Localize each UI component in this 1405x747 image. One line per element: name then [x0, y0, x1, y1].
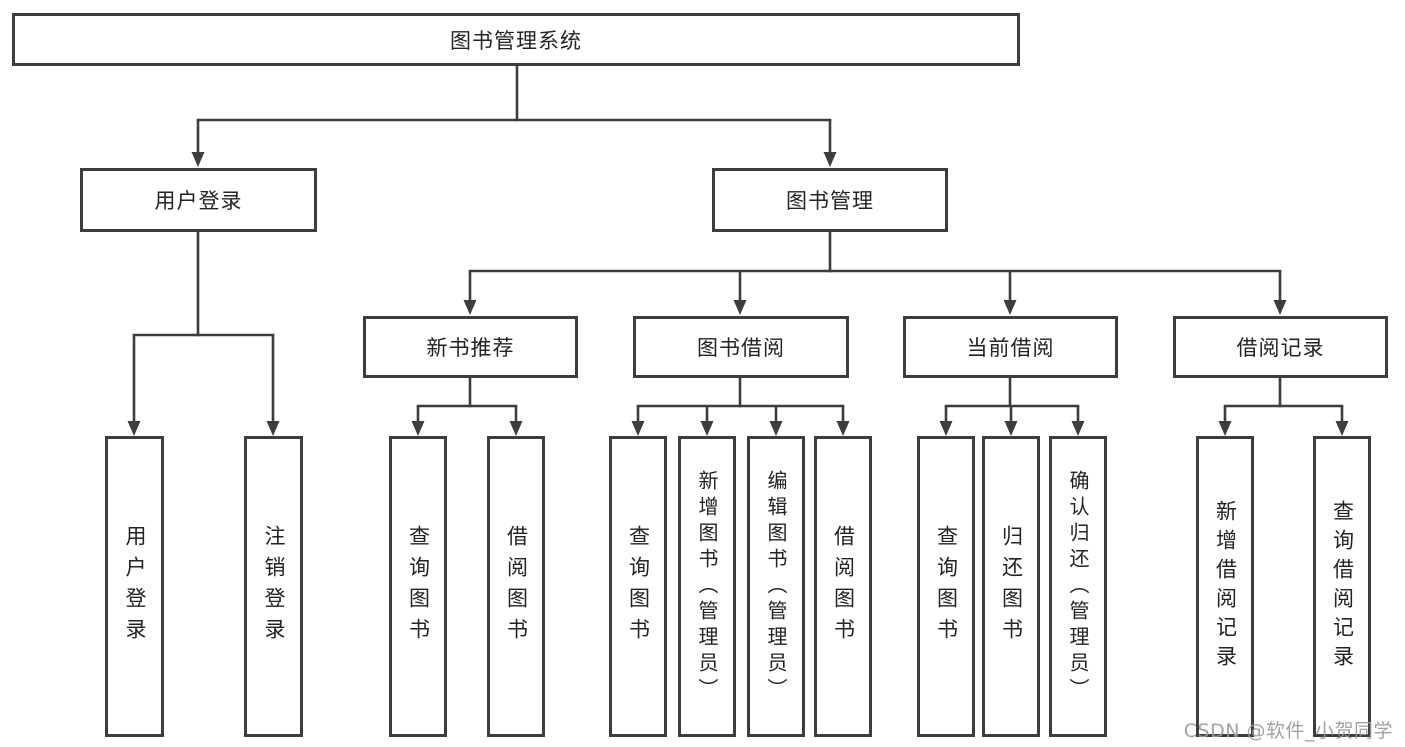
node-book-management-branch: 图书管理: [712, 168, 948, 232]
node-label: 图书借阅: [697, 336, 785, 360]
node-label: 用户登录: [154, 189, 243, 213]
leaf-add-books-admin: 新增图书（管理员）: [678, 436, 736, 737]
node-label: 图书管理: [786, 189, 874, 213]
leaf-logout: 注销登录: [244, 436, 303, 737]
node-label: 当前借阅: [966, 336, 1055, 360]
node-borrowing-records: 借阅记录: [1173, 316, 1388, 378]
node-label: 图书管理系统: [450, 28, 582, 53]
leaf-edit-books-admin: 编辑图书（管理员）: [747, 436, 805, 737]
csdn-watermark: CSDN @软件_小贺同学: [1183, 720, 1393, 742]
leaf-borrowing-query-books: 查询图书: [609, 436, 667, 737]
node-label: 查询图书: [626, 524, 651, 649]
leaf-return-books: 归还图书: [982, 436, 1040, 737]
node-label: 编辑图书（管理员）: [764, 469, 788, 704]
node-label: 注销登录: [262, 524, 286, 649]
leaf-recommend-query-books: 查询图书: [389, 436, 447, 737]
node-label: 确认归还（管理员）: [1066, 469, 1090, 704]
leaf-recommend-borrow-books: 借阅图书: [487, 436, 545, 737]
node-label: 新增借阅记录: [1213, 499, 1238, 674]
node-label: 用户登录: [123, 524, 147, 649]
node-book-borrowing: 图书借阅: [633, 316, 849, 378]
node-user-login-branch: 用户登录: [80, 168, 317, 232]
leaf-borrowing-borrow-books: 借阅图书: [814, 436, 872, 737]
node-label: 借阅图书: [504, 524, 529, 649]
leaf-current-query-books: 查询图书: [917, 436, 975, 737]
leaf-query-borrow-record: 查询借阅记录: [1313, 436, 1371, 737]
node-label: 查询图书: [406, 524, 431, 649]
leaf-user-login: 用户登录: [105, 436, 164, 737]
node-new-book-recommendation: 新书推荐: [363, 316, 578, 378]
node-label: 新书推荐: [426, 336, 515, 360]
leaf-add-borrow-record: 新增借阅记录: [1196, 436, 1254, 737]
node-label: 新增图书（管理员）: [695, 469, 719, 704]
node-label: 借阅图书: [831, 524, 856, 649]
node-library-management-system: 图书管理系统: [12, 13, 1020, 66]
node-label: 查询图书: [934, 524, 959, 649]
node-label: 归还图书: [999, 524, 1024, 649]
node-label: 借阅记录: [1236, 336, 1325, 360]
leaf-confirm-return-admin: 确认归还（管理员）: [1049, 436, 1107, 737]
node-current-borrowing: 当前借阅: [903, 316, 1118, 378]
node-label: 查询借阅记录: [1330, 499, 1355, 674]
